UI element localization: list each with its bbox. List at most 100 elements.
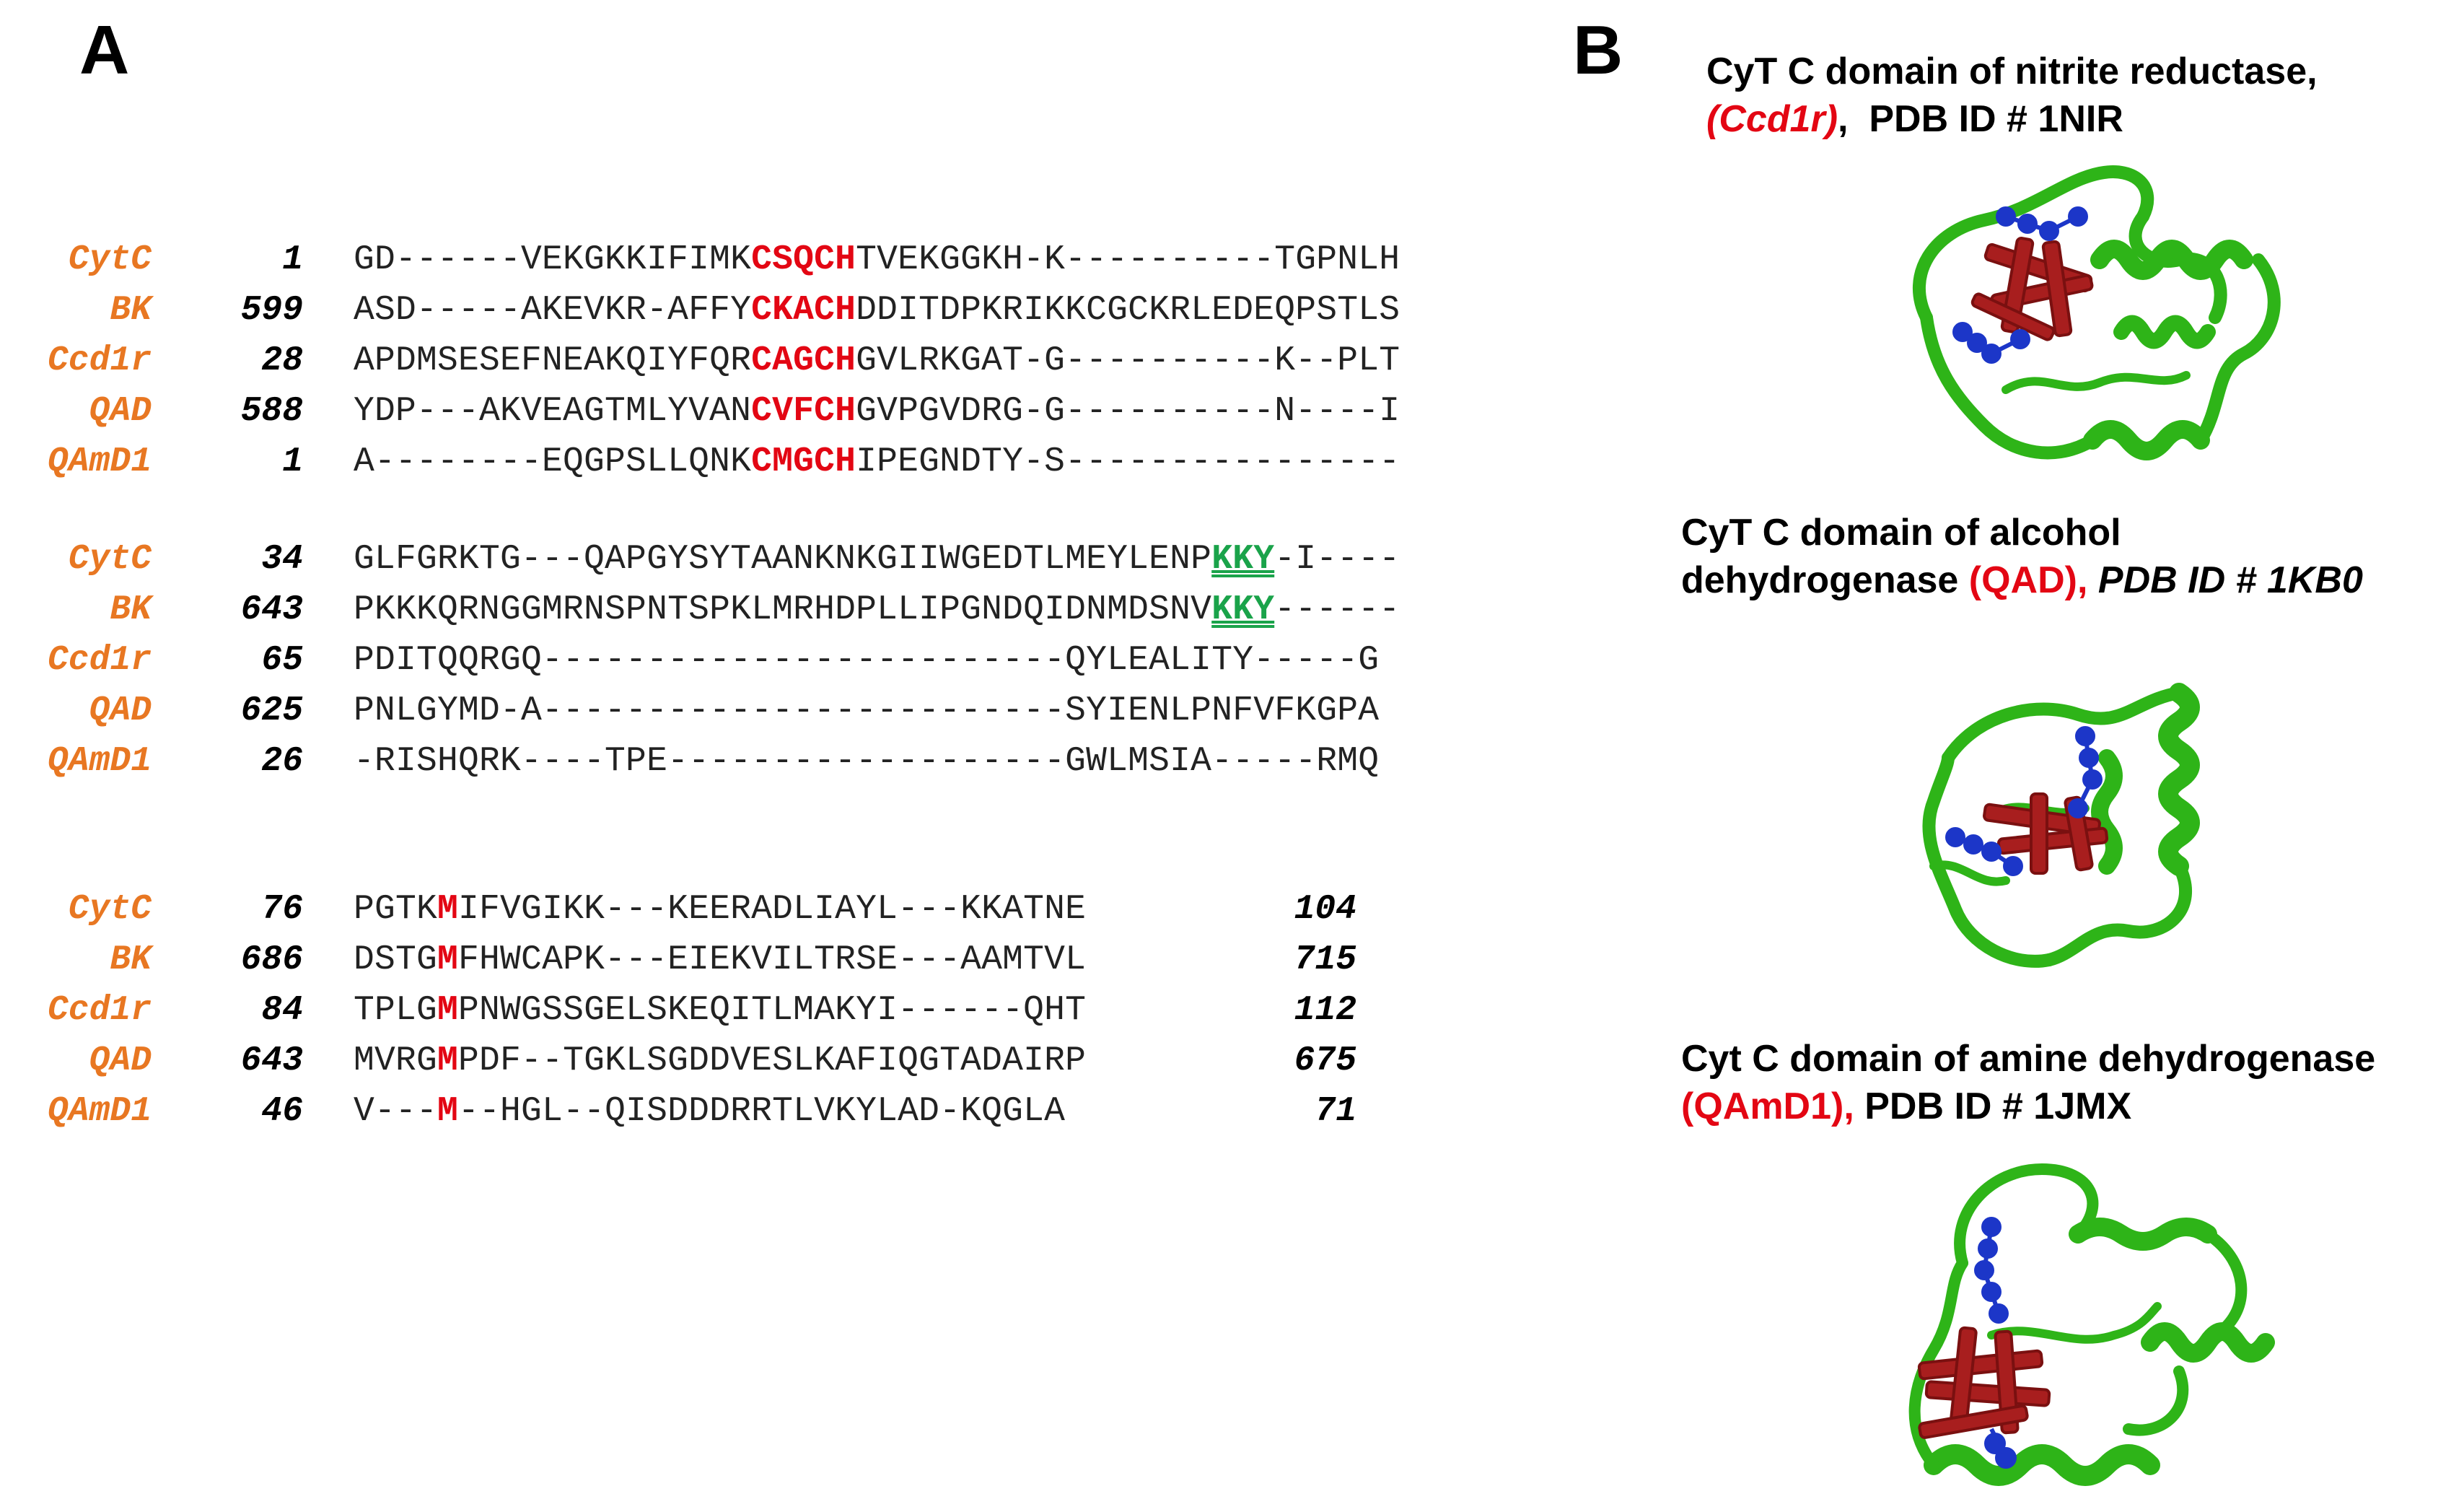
caption-qad-line2: dehydrogenase (QAD), PDB ID # 1KB0 xyxy=(1681,556,2363,604)
alignment-row: CytC 76 PGTKMIFVGIKK---KEERADLIAYL---KKATN… xyxy=(0,888,1660,931)
caption-qamd1-line2: (QAmD1), PDB ID # 1JMX xyxy=(1681,1083,2375,1130)
motif-red: M xyxy=(437,1041,459,1080)
caption-qamd1-pdb: PDB ID # 1JMX xyxy=(1854,1085,2132,1127)
start-position: 625 xyxy=(240,691,303,730)
end-position: 675 xyxy=(1294,1041,1356,1080)
motif-red: CAGCH xyxy=(751,341,856,380)
sequence-segment: FHWCAPK---EIEKVILTRSE---AAMTVL xyxy=(458,940,1087,979)
sequence-name: Ccd1r xyxy=(47,341,152,380)
sequence-segment: DSTG xyxy=(354,940,438,979)
sequence-segment: TVEKGGKH-K----------TGPNLH xyxy=(856,240,1400,279)
sequence-segment: ------ xyxy=(1274,590,1400,629)
sequence-name: BK xyxy=(110,291,152,330)
start-position: 26 xyxy=(261,742,303,781)
sequence-segment: MVRG xyxy=(354,1041,438,1080)
start-position: 76 xyxy=(261,890,303,929)
motif-red: CSQCH xyxy=(751,240,856,279)
protein-ribbon-1jmx-icon xyxy=(1908,1163,2275,1486)
motif-green: KKY xyxy=(1211,540,1275,579)
sequence-segment: TPLG xyxy=(354,991,438,1030)
alignment-row: Ccd1r 65 PDITQQRGQ------------------------… xyxy=(0,639,1660,682)
caption-qamd1-red: (QAmD1), xyxy=(1681,1085,1854,1127)
sequence-name: Ccd1r xyxy=(47,641,152,680)
sequence-segment: IPEGNDTY-S---------------- xyxy=(856,442,1400,481)
sequence-name: CytC xyxy=(68,890,152,929)
sequence-segment: PKKKQRNGGMRNSPNTSPKLMRHDPLLIPGNDQIDNMDSN… xyxy=(354,590,1212,629)
sequence-name: QAD xyxy=(89,1041,152,1080)
motif-red: M xyxy=(437,991,459,1030)
sequence-segment: PNWGSSGELSKEQITLMAKYI------QHT xyxy=(458,991,1087,1030)
sequence-segment: IFVGIKK---KEERADLIAYL---KKATNE xyxy=(458,890,1087,929)
panel-b-letter: B xyxy=(1573,12,1623,89)
end-position: 71 xyxy=(1315,1092,1356,1131)
motif-red: CMGCH xyxy=(751,442,856,481)
sequence-text: PNLGYMD-A-------------------------SYIENL… xyxy=(354,689,1379,733)
protein-ribbon-1nir-icon xyxy=(1913,165,2281,460)
start-position: 1 xyxy=(282,442,303,481)
sequence-alignment: CytC 1 GD------VEKGKKIFIMKCSQCHTVEKGGKH-K-… xyxy=(0,238,1660,1133)
protein-ribbon-1kb0-icon xyxy=(1922,683,2200,968)
caption-qad-pdb: PDB ID # 1KB0 xyxy=(2087,559,2363,601)
sequence-segment: DDITDPKRIKKCGCKRLEDEQPSTLS xyxy=(856,291,1400,330)
start-position: 46 xyxy=(261,1092,303,1131)
caption-qad-pre: dehydrogenase xyxy=(1681,559,1969,601)
sequence-segment: -RISHQRK----TPE-------------------GWLMSI… xyxy=(354,742,1380,781)
sequence-segment: APDMSESEFNEAKQIYFQR xyxy=(354,341,752,380)
end-position: 715 xyxy=(1294,940,1356,979)
sequence-segment: -I---- xyxy=(1274,540,1400,579)
sequence-text: A--------EQGPSLLQNKCMGCHIPEGNDTY-S------… xyxy=(354,440,1400,484)
sequence-name: QAmD1 xyxy=(47,1092,152,1131)
caption-qad: CyT C domain of alcohol dehydrogenase (Q… xyxy=(1681,509,2363,604)
sequence-text: V---M--HGL--QISDDDRRTLVKYLAD-KQGLA xyxy=(354,1090,1065,1133)
sequence-text: -RISHQRK----TPE-------------------GWLMSI… xyxy=(354,740,1379,783)
sequence-segment: PNLGYMD-A-------------------------SYIENL… xyxy=(354,691,1380,730)
start-position: 65 xyxy=(261,641,303,680)
sequence-segment: PGTK xyxy=(354,890,438,929)
start-position: 686 xyxy=(240,940,303,979)
sequence-segment: V--- xyxy=(354,1092,438,1131)
motif-red: M xyxy=(437,940,459,979)
caption-qad-red: (QAD), xyxy=(1968,559,2088,601)
sequence-segment: PDITQQRGQ-------------------------QYLEAL… xyxy=(354,641,1380,680)
sequence-text: ASD-----AKEVKR-AFFYCKACHDDITDPKRIKKCGCKR… xyxy=(354,289,1400,332)
sequence-text: DSTGMFHWCAPK---EIEKVILTRSE---AAMTVL xyxy=(354,938,1086,982)
sequence-name: QAD xyxy=(89,392,152,431)
caption-qamd1-line1: Cyt C domain of amine dehydrogenase xyxy=(1681,1038,2376,1080)
sequence-segment: YDP---AKVEAGTMLYVAN xyxy=(354,392,752,431)
motif-red: CKACH xyxy=(751,291,856,330)
sequence-segment: --HGL--QISDDDRRTLVKYLAD-KQGLA xyxy=(458,1092,1066,1131)
motif-red: CVFCH xyxy=(751,392,856,431)
sequence-name: QAmD1 xyxy=(47,742,152,781)
start-position: 599 xyxy=(240,291,303,330)
motif-red: M xyxy=(437,1092,459,1131)
end-position: 112 xyxy=(1294,991,1356,1030)
sequence-text: PKKKQRNGGMRNSPNTSPKLMRHDPLLIPGNDQIDNMDSN… xyxy=(354,588,1400,632)
start-position: 34 xyxy=(261,540,303,579)
caption-qad-line1: CyT C domain of alcohol xyxy=(1681,512,2121,554)
sequence-segment: A--------EQGPSLLQNK xyxy=(354,442,752,481)
sequence-name: QAD xyxy=(89,691,152,730)
start-position: 28 xyxy=(261,341,303,380)
alignment-row: QAmD1 46 V---M--HGL--QISDDDRRTLVKYLAD-KQGL… xyxy=(0,1090,1660,1133)
sequence-text: GLFGRKTG---QAPGYSYTAANKNKGIIWGEDTLMEYLEN… xyxy=(354,538,1400,581)
sequence-text: PDITQQRGQ-------------------------QYLEAL… xyxy=(354,639,1379,682)
alignment-row: QAD 625 PNLGYMD-A-------------------------… xyxy=(0,689,1660,733)
sequence-segment: GLFGRKTG---QAPGYSYTAANKNKGIIWGEDTLMEYLEN… xyxy=(354,540,1212,579)
sequence-name: Ccd1r xyxy=(47,991,152,1030)
sequence-segment: PDF--TGKLSGDDVESLKAFIQGTADAIRP xyxy=(458,1041,1087,1080)
sequence-name: CytC xyxy=(68,540,152,579)
end-position: 104 xyxy=(1294,890,1356,929)
sequence-name: BK xyxy=(110,590,152,629)
sequence-text: TPLGMPNWGSSGELSKEQITLMAKYI------QHT xyxy=(354,989,1086,1032)
sequence-text: PGTKMIFVGIKK---KEERADLIAYL---KKATNE xyxy=(354,888,1086,931)
sequence-text: GD------VEKGKKIFIMKCSQCHTVEKGGKH-K------… xyxy=(354,238,1400,281)
panel-a-letter: A xyxy=(79,12,130,89)
sequence-segment: GVPGVDRG-G----------N----I xyxy=(856,392,1400,431)
